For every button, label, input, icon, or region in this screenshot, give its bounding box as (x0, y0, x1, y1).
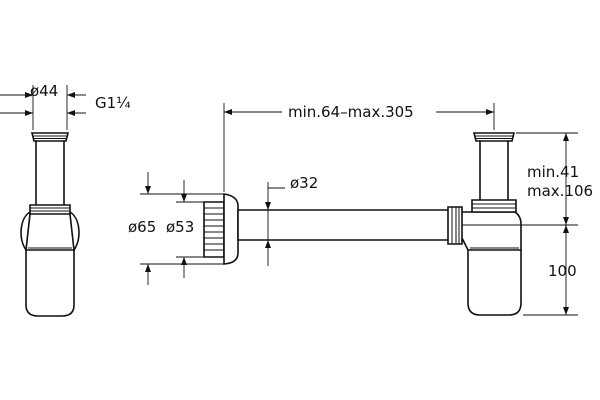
wall-rosette-cover (223, 193, 239, 265)
side-view-nut (29, 204, 71, 215)
label-rosette-inner: ø53 (166, 218, 194, 236)
label-pipe-diameter: ø32 (290, 174, 318, 192)
side-view-tailpiece (35, 140, 65, 206)
wall-rosette-ring (203, 201, 225, 258)
front-view-tailpiece (479, 140, 509, 201)
front-view-top-cap (472, 132, 516, 142)
pipe-coupling-nut (447, 206, 463, 245)
label-trap-height: 100 (548, 262, 577, 280)
label-outlet-diameter: ø44 (30, 82, 58, 100)
label-rosette-outer: ø65 (128, 218, 156, 236)
label-height-max: max.106 (527, 182, 593, 200)
front-view-bottle (467, 249, 522, 316)
front-view: min.64–max.305 ø32 ø65 ø53 min.41 max.10… (128, 103, 593, 316)
label-wall-length: min.64–max.305 (288, 103, 414, 121)
front-view-nut (471, 199, 517, 213)
side-view-top-cap (30, 132, 70, 142)
label-thread: G1¼ (95, 94, 131, 112)
side-view-bottle (25, 249, 75, 317)
label-height-min: min.41 (527, 163, 579, 181)
side-view: ø44 G1¼ (0, 82, 131, 317)
horizontal-pipe (237, 209, 453, 241)
